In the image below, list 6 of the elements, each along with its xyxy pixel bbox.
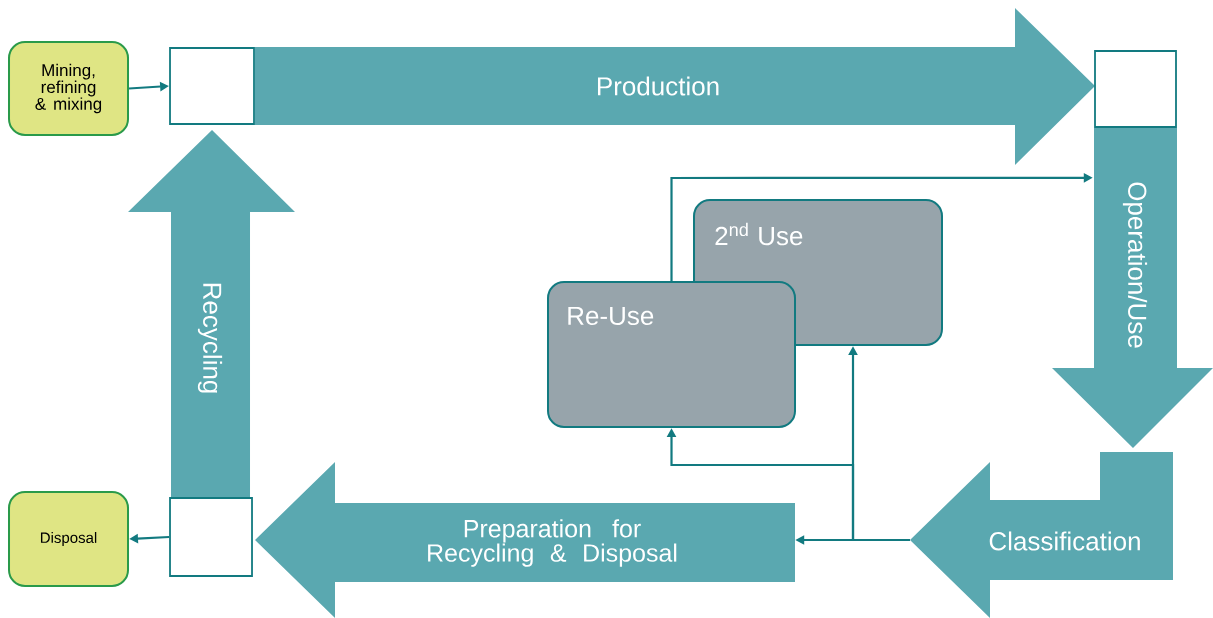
empty-box [169, 497, 253, 577]
empty-box [169, 47, 255, 125]
process-box: Mining, refining & mixing [8, 41, 129, 136]
process-box: Re-Use [547, 281, 796, 428]
empty-box [1094, 50, 1177, 128]
process-box: Disposal [8, 491, 129, 587]
